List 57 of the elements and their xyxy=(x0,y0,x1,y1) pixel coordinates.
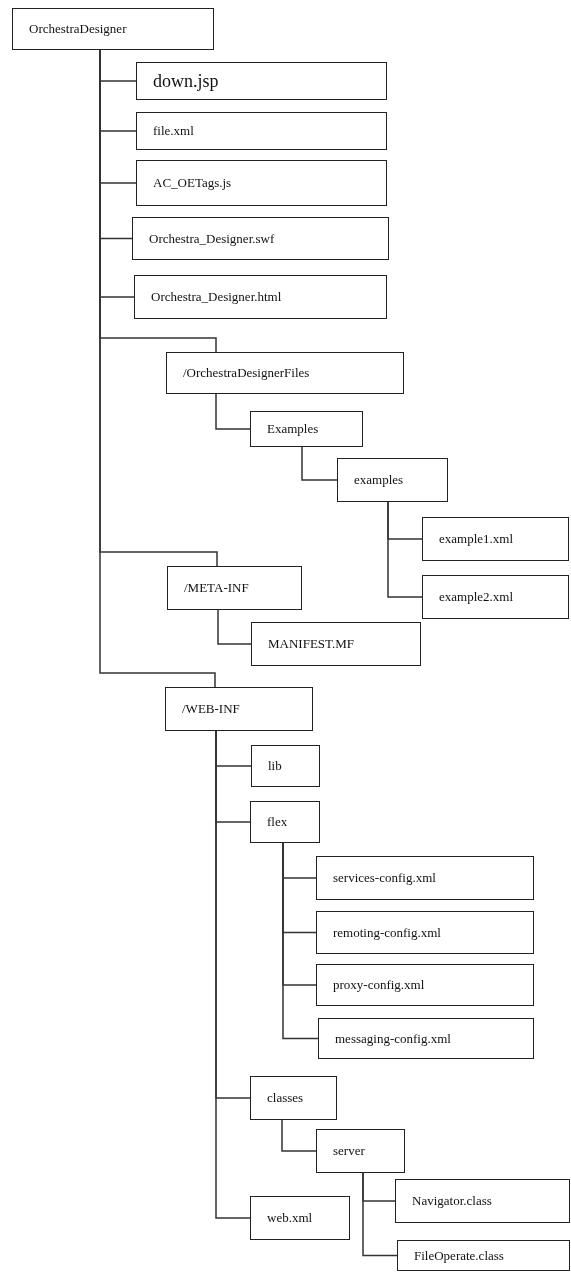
connector-line xyxy=(387,501,423,598)
file-box xyxy=(250,411,363,447)
connector-line xyxy=(281,1119,317,1152)
file-name: messaging-config.xml xyxy=(335,1029,451,1048)
file-box xyxy=(250,1076,337,1120)
file-name: Orchestra_Designer.html xyxy=(151,288,282,307)
file-name: flex xyxy=(267,813,288,832)
file-name: Orchestra_Designer.swf xyxy=(149,229,275,248)
file-name: classes xyxy=(267,1089,304,1108)
file-name: /WEB-INF xyxy=(182,700,240,719)
file-box xyxy=(132,217,389,260)
file-name: web.xml xyxy=(267,1209,313,1228)
file-name: down.jsp xyxy=(153,69,219,93)
file-box xyxy=(250,1196,350,1240)
file-box xyxy=(251,622,421,666)
connector-line xyxy=(362,1172,398,1257)
file-name: file.xml xyxy=(153,122,194,141)
file-box xyxy=(395,1179,570,1223)
file-box xyxy=(251,745,320,787)
file-box xyxy=(136,160,387,206)
file-name: FileOperate.class xyxy=(414,1246,504,1265)
file-name: remoting-config.xml xyxy=(333,923,441,942)
file-box xyxy=(318,1018,534,1059)
file-box xyxy=(134,275,387,319)
file-box xyxy=(397,1240,570,1271)
file-box xyxy=(166,352,404,394)
file-name: OrchestraDesigner xyxy=(29,20,127,39)
connector-line xyxy=(217,609,252,645)
file-box xyxy=(316,964,534,1006)
file-name: examples xyxy=(354,471,404,490)
file-name: services-config.xml xyxy=(333,869,436,888)
file-box xyxy=(12,8,214,50)
file-name: /OrchestraDesignerFiles xyxy=(183,364,310,383)
file-name: example1.xml xyxy=(439,530,513,549)
connector-line xyxy=(215,393,251,430)
file-box xyxy=(316,856,534,900)
file-name: MANIFEST.MF xyxy=(268,635,355,654)
file-box xyxy=(136,112,387,150)
file-name: AC_OETags.js xyxy=(153,174,232,193)
file-name: example2.xml xyxy=(439,588,513,607)
file-name: server xyxy=(333,1142,365,1161)
file-box xyxy=(337,458,448,502)
file-box xyxy=(167,566,302,610)
file-name: Navigator.class xyxy=(412,1192,492,1211)
file-name: Examples xyxy=(267,420,319,439)
file-name: /META-INF xyxy=(184,579,249,598)
connector-line xyxy=(301,446,338,481)
file-box xyxy=(136,62,387,100)
file-box xyxy=(316,911,534,954)
file-name: proxy-config.xml xyxy=(333,976,425,995)
file-box xyxy=(422,575,569,619)
file-box xyxy=(422,517,569,561)
connector-line xyxy=(282,842,319,1040)
file-box xyxy=(316,1129,405,1173)
file-box xyxy=(250,801,320,843)
file-box xyxy=(165,687,313,731)
file-name: lib xyxy=(268,757,282,776)
